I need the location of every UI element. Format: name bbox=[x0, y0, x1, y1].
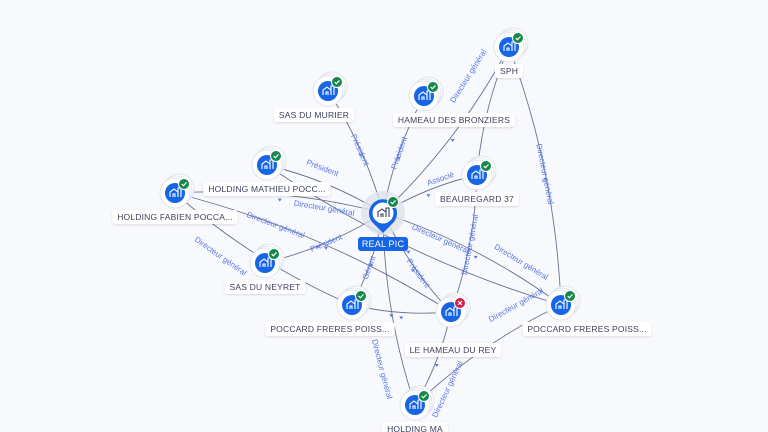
edge-arrow-icon bbox=[358, 153, 363, 157]
edge-arrow-icon bbox=[396, 156, 401, 160]
edge-label: Directeur général bbox=[493, 242, 550, 282]
building-icon bbox=[259, 257, 272, 267]
edge-arrow-icon bbox=[389, 314, 394, 318]
node-label-background bbox=[382, 422, 448, 432]
active-status-icon bbox=[480, 160, 492, 172]
node-label-background bbox=[203, 182, 331, 196]
node-bronziers[interactable]: HAMEAU DES BRONZIERS bbox=[392, 76, 516, 127]
building-icon bbox=[346, 299, 359, 309]
active-status-icon bbox=[564, 290, 576, 302]
edge-label: Gérant bbox=[361, 254, 378, 281]
edge-arrow-icon bbox=[369, 264, 374, 268]
active-status-icon bbox=[268, 248, 280, 260]
edge-sph-realpic[interactable] bbox=[382, 46, 510, 214]
building-icon bbox=[261, 159, 274, 169]
node-poccard2[interactable]: POCCARD FRERES POISS... bbox=[522, 285, 652, 336]
edge-line bbox=[382, 46, 510, 214]
node-label: HOLDING FABIEN POCCA... bbox=[117, 212, 233, 222]
edge-label: Président bbox=[349, 133, 371, 168]
center-node-real-pic[interactable]: REAL PIC bbox=[358, 191, 408, 251]
active-status-icon bbox=[331, 76, 343, 88]
node-neyret[interactable]: SAS DU NEYRET bbox=[224, 243, 306, 294]
edge-label: Directeur général bbox=[370, 338, 394, 400]
node-mathieu[interactable]: HOLDING MATHIEU POCC... bbox=[203, 145, 331, 196]
node-label-background bbox=[522, 322, 652, 336]
node-fabien[interactable]: HOLDING FABIEN POCCA... bbox=[112, 173, 238, 224]
active-status-icon bbox=[178, 178, 190, 190]
node-label: BEAUREGARD 37 bbox=[440, 194, 514, 204]
node-label-background bbox=[273, 108, 355, 122]
edge-line bbox=[174, 192, 452, 313]
edge-arrow-icon bbox=[467, 248, 472, 252]
edge-line bbox=[382, 212, 562, 306]
building-icon bbox=[409, 399, 422, 409]
node-label: HOLDING MATHIEU POCC... bbox=[208, 184, 325, 194]
center-node-label: REAL PIC bbox=[362, 239, 405, 249]
node-label-background bbox=[265, 322, 395, 336]
node-label: HOLDING MA bbox=[387, 424, 443, 432]
edge-label: Président bbox=[405, 257, 433, 290]
edge-label: Directeur général bbox=[411, 222, 471, 255]
building-icon bbox=[445, 306, 458, 316]
active-status-icon bbox=[270, 150, 282, 162]
node-holdingma[interactable]: HOLDING MA bbox=[382, 385, 448, 432]
building-icon bbox=[503, 41, 516, 51]
edge-sph-poccard2[interactable] bbox=[508, 46, 562, 306]
node-label-background bbox=[404, 343, 502, 357]
node-poccard1[interactable]: POCCARD FRERES POISS... bbox=[265, 285, 395, 336]
node-label: POCCARD FRERES POISS... bbox=[270, 324, 389, 334]
active-status-icon bbox=[387, 196, 399, 208]
edge-arrow-icon bbox=[426, 194, 431, 198]
node-label: SAS DU MURIER bbox=[279, 110, 349, 120]
edge-arrow-icon bbox=[450, 139, 455, 143]
edge-arrow-icon bbox=[411, 269, 416, 273]
node-label-background bbox=[392, 113, 516, 127]
node-murier[interactable]: SAS DU MURIER bbox=[273, 71, 355, 122]
node-rey[interactable]: LE HAMEAU DU REY bbox=[404, 292, 502, 357]
edge-arrow-icon bbox=[324, 246, 328, 250]
edge-label: Associé bbox=[426, 170, 456, 188]
node-label: POCCARD FRERES POISS... bbox=[527, 324, 646, 334]
active-status-icon bbox=[418, 390, 430, 402]
node-label-background bbox=[112, 210, 238, 224]
node-label-background bbox=[494, 64, 524, 78]
active-status-icon bbox=[427, 81, 439, 93]
node-label: LE HAMEAU DU REY bbox=[410, 345, 497, 355]
building-icon bbox=[322, 85, 335, 95]
edge-line bbox=[508, 46, 562, 306]
edge-label: Directeur général bbox=[534, 143, 555, 205]
edge-label: Président bbox=[305, 158, 341, 179]
edge-label: Directeur général bbox=[245, 210, 306, 240]
node-label: SAS DU NEYRET bbox=[229, 282, 300, 292]
node-label: SPH bbox=[500, 66, 518, 76]
edge-label: Directeur général bbox=[487, 286, 545, 324]
active-status-icon bbox=[512, 32, 524, 44]
node-label-background bbox=[224, 280, 306, 294]
edge-arrow-icon bbox=[473, 255, 478, 259]
active-status-icon bbox=[355, 290, 367, 302]
building-icon bbox=[169, 187, 182, 197]
building-icon bbox=[377, 207, 390, 217]
edge-arrow-icon bbox=[406, 250, 411, 254]
node-beauregard[interactable]: BEAUREGARD 37 bbox=[435, 155, 519, 206]
nodes-layer: SPH SAS DU MURIER HAMEAU DES BRONZIERS HOLD… bbox=[112, 27, 652, 432]
edge-label: Directeur général bbox=[448, 48, 488, 105]
edge-label: Président bbox=[389, 135, 409, 171]
edge-label: Directeur général bbox=[193, 235, 249, 278]
edge-label: Directeur général bbox=[430, 359, 464, 419]
edge-arrow-icon bbox=[399, 316, 404, 320]
edge-arrow-icon bbox=[277, 198, 282, 202]
node-sph[interactable]: SPH bbox=[493, 27, 529, 78]
building-icon bbox=[555, 299, 568, 309]
node-label-background bbox=[435, 192, 519, 206]
building-icon bbox=[418, 90, 431, 100]
center-label-background bbox=[358, 237, 408, 251]
closed-status-icon bbox=[454, 297, 466, 309]
edge-arrow-icon bbox=[543, 177, 548, 181]
building-icon bbox=[471, 169, 484, 179]
edge-arrow-icon bbox=[434, 363, 439, 367]
node-label: HAMEAU DES BRONZIERS bbox=[398, 115, 510, 125]
edge-realpic-poccard2[interactable] bbox=[382, 212, 562, 306]
